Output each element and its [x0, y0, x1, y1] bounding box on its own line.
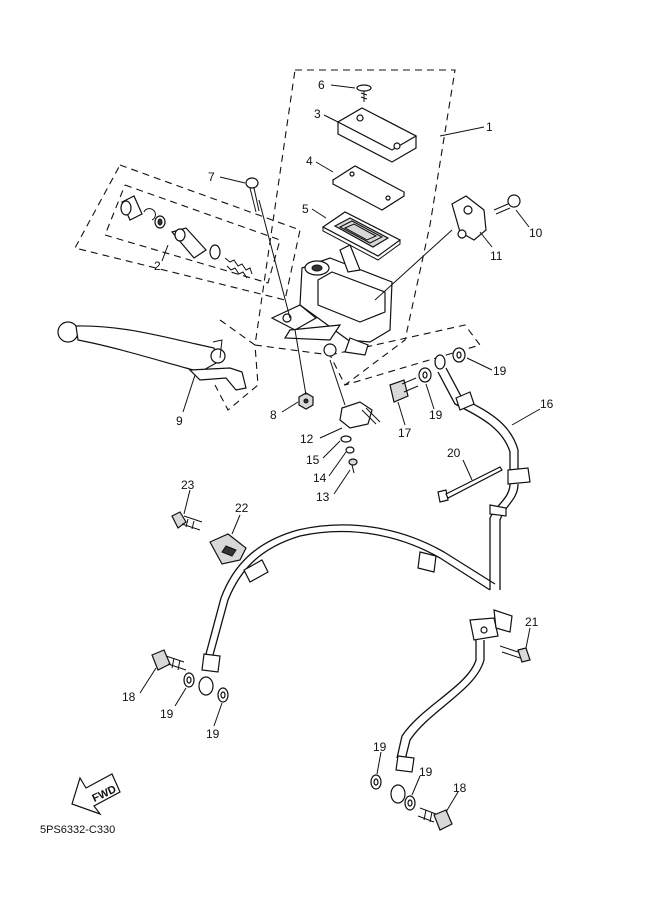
callout-9: 9: [176, 414, 183, 428]
callout-19-lower-left-b: 19: [206, 727, 220, 741]
callout-5: 5: [302, 202, 309, 216]
washer-part-19-upper-b: [452, 347, 466, 363]
brake-lever-part-9: [57, 321, 247, 391]
diaphragm-part-5: [321, 211, 402, 261]
callout-17: 17: [398, 426, 412, 440]
lever-group-outline: [214, 319, 259, 411]
callout-3: 3: [314, 107, 321, 121]
nut-part-8: [294, 329, 314, 410]
callout-4: 4: [306, 154, 313, 168]
bolt-part-10: [493, 194, 521, 215]
callout-1: 1: [486, 120, 493, 134]
callout-7: 7: [208, 170, 215, 184]
piston-kit-group-outline: [74, 164, 301, 301]
washer-part-19-upper-a: [418, 367, 432, 383]
washer-part-15: [340, 435, 352, 443]
union-bolt-part-18-left: [151, 649, 187, 671]
bolt-part-23: [171, 511, 203, 531]
callout-18-right: 18: [453, 781, 467, 795]
callout-14: 14: [313, 471, 327, 485]
hose-group-outline: [329, 324, 481, 386]
brake-hose-part-16: [434, 354, 531, 590]
holder-part-11: [374, 195, 487, 301]
callout-19-upper-a: 19: [429, 408, 443, 422]
diaphragm-holder-part-4: [331, 165, 406, 211]
forward-direction-arrow: FWD: [71, 773, 121, 816]
callout-12: 12: [300, 432, 314, 446]
callout-23: 23: [181, 478, 195, 492]
master-cylinder-body: [270, 244, 393, 357]
bolt-part-21: [499, 645, 531, 663]
callout-8: 8: [270, 408, 277, 422]
piston-kit-part-2: [120, 195, 253, 279]
clamp-part-22: [209, 533, 247, 565]
callout-18-left: 18: [122, 690, 136, 704]
washer-part-19-lower-right-b: [404, 795, 416, 811]
callout-15: 15: [306, 453, 320, 467]
callout-21: 21: [525, 615, 539, 629]
screw-part-13: [348, 458, 358, 474]
reservoir-cap-part-3: [336, 107, 418, 163]
washer-part-19-lower-left-b: [217, 687, 229, 703]
callout-19-lower-left-a: 19: [160, 707, 174, 721]
lower-brake-hose: [198, 524, 513, 804]
diagram-code: 5PS6332-C330: [40, 824, 115, 836]
union-bolt-part-18-right: [417, 807, 453, 831]
callout-19-upper-b: 19: [493, 364, 507, 378]
brake-switch-part-12: [329, 359, 381, 429]
callout-11: 11: [490, 249, 503, 263]
washer-part-14: [345, 446, 355, 454]
screw-part-7: [245, 177, 291, 319]
callout-19-lower-right-a: 19: [373, 740, 387, 754]
leader-lines: [139, 84, 541, 813]
callout-22: 22: [235, 501, 249, 515]
washer-part-19-lower-right-a: [370, 774, 382, 790]
callout-10: 10: [529, 226, 543, 240]
callout-labels: 1 2 3 4 5 6 7 8 9 10 11 12 13 14 15 16 1…: [122, 78, 554, 795]
cable-tie-part-20: [437, 466, 503, 503]
union-bolt-part-17: [389, 377, 419, 403]
master-cylinder-group-outline: [254, 69, 456, 386]
callout-6: 6: [318, 78, 325, 92]
callout-2: 2: [154, 259, 161, 273]
callout-13: 13: [316, 490, 330, 504]
screw-part-6: [356, 84, 372, 102]
washer-part-19-lower-left-a: [183, 672, 195, 688]
callout-19-lower-right-b: 19: [419, 765, 433, 779]
callout-16: 16: [540, 397, 554, 411]
callout-20: 20: [447, 446, 461, 460]
